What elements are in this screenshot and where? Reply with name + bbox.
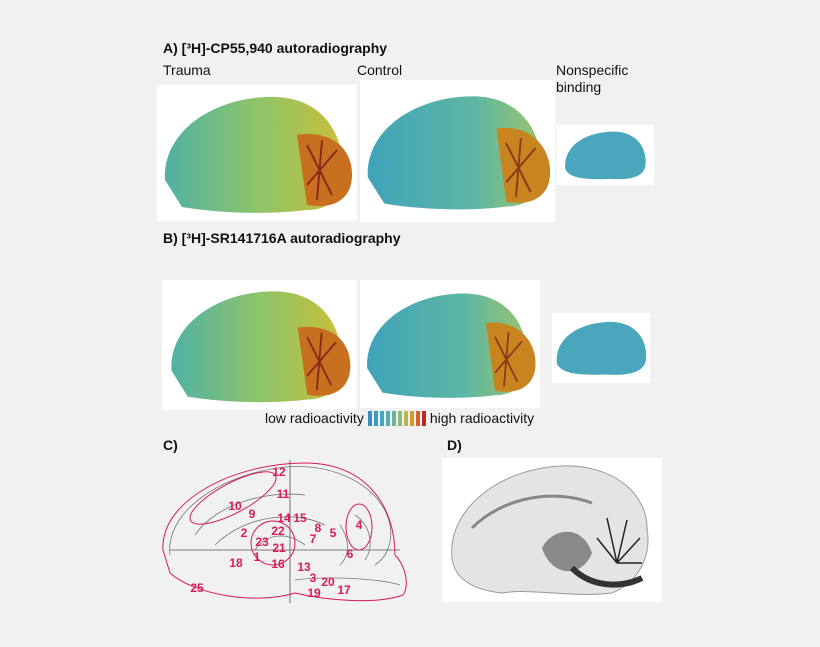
region-label: 22 [271, 524, 285, 538]
b-nonspecific-image [552, 313, 650, 383]
region-label: 2 [240, 526, 248, 540]
color-legend: low radioactivity high radioactivity [265, 410, 534, 426]
region-label: 10 [228, 499, 242, 513]
region-label: 11 [276, 487, 290, 501]
legend-swatch [379, 410, 384, 426]
region-label: 12 [272, 465, 286, 479]
b-control-image [360, 280, 540, 408]
col-control: Control [357, 62, 403, 78]
legend-swatch [391, 410, 396, 426]
region-label: 20 [321, 575, 335, 589]
legend-colorbar [367, 410, 426, 426]
region-label: 18 [229, 556, 243, 570]
region-label: 7 [309, 532, 317, 546]
col-trauma: Trauma [163, 62, 211, 78]
legend-swatch [403, 410, 408, 426]
region-label: 3 [309, 571, 317, 585]
d-histology-image [442, 458, 662, 602]
legend-swatch [367, 410, 372, 426]
region-label: 1 [253, 550, 261, 564]
a-nonspecific-image [556, 125, 654, 185]
a-control-image [360, 80, 555, 222]
region-label: 13 [297, 560, 311, 574]
panel-b-title: B) [³H]-SR141716A autoradiography [163, 230, 401, 246]
region-label: 17 [337, 583, 351, 597]
region-map-drawing [162, 460, 407, 603]
panel-a-title: A) [³H]-CP55,940 autoradiography [163, 40, 388, 56]
region-label: 6 [346, 547, 354, 561]
region-label: 23 [255, 535, 269, 549]
col-binding: binding [556, 79, 602, 95]
b-trauma-image [162, 280, 357, 410]
a-trauma-image [157, 85, 357, 221]
region-label: 19 [307, 586, 321, 600]
region-label: 15 [293, 511, 307, 525]
region-label: 14 [277, 511, 291, 525]
region-label: 25 [190, 581, 204, 595]
region-label: 4 [355, 518, 363, 532]
legend-swatch [397, 410, 402, 426]
legend-swatch [421, 410, 426, 426]
legend-swatch [409, 410, 414, 426]
legend-low: low radioactivity [265, 410, 364, 426]
panel-c-title: C) [163, 437, 178, 453]
legend-swatch [385, 410, 390, 426]
region-label: 9 [248, 507, 256, 521]
legend-high: high radioactivity [429, 410, 535, 426]
legend-swatch [373, 410, 378, 426]
panel-d-title: D) [447, 437, 462, 453]
region-label: 8 [314, 521, 322, 535]
legend-swatch [415, 410, 420, 426]
region-label: 5 [329, 526, 337, 540]
region-label: 16 [271, 557, 285, 571]
col-nonspecific: Nonspecific [556, 62, 629, 78]
region-label: 21 [272, 541, 286, 555]
